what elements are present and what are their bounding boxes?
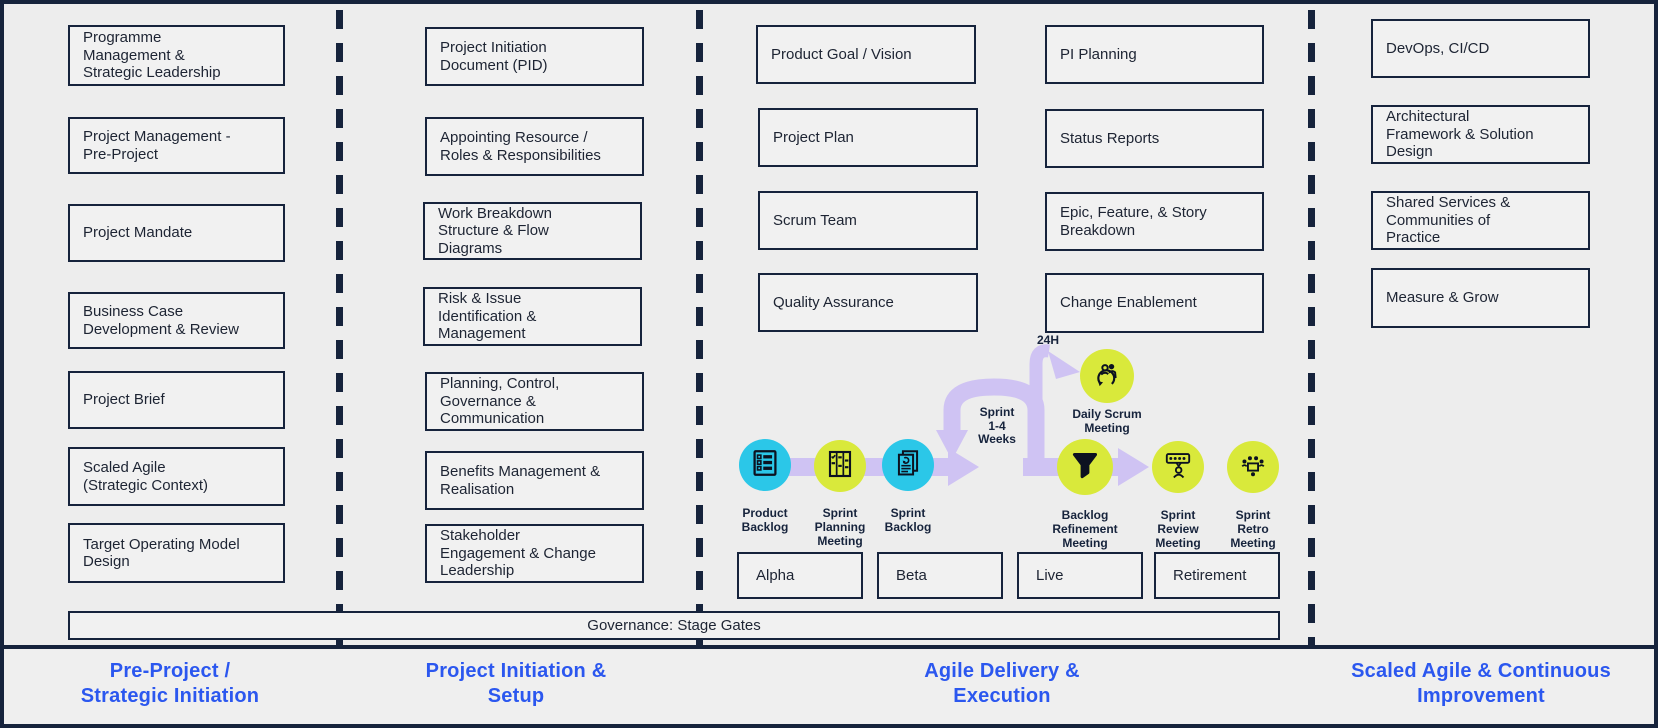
box-risk-issue: Risk & Issue Identification & Management: [423, 287, 642, 346]
box-pid: Project Initiation Document (PID): [425, 27, 644, 86]
sprint-review-label: Sprint Review Meeting: [1155, 508, 1201, 550]
box-change-enablement: Change Enablement: [1045, 273, 1264, 333]
daily-scrum-icon: [1090, 357, 1124, 396]
box-target-operating-model: Target Operating Model Design: [68, 523, 285, 583]
funnel-icon: [1068, 448, 1102, 487]
box-programme-management: Programme Management & Strategic Leaders…: [68, 25, 285, 86]
phase-label-pre-project: Pre-Project / Strategic Initiation: [80, 660, 260, 707]
box-wbs-flow: Work Breakdown Structure & Flow Diagrams: [423, 202, 642, 260]
box-devops-cicd: DevOps, CI/CD: [1371, 19, 1590, 78]
box-stakeholder-engagement: Stakeholder Engagement & Change Leadersh…: [425, 524, 644, 583]
box-project-brief: Project Brief: [68, 371, 285, 429]
box-measure-grow: Measure & Grow: [1371, 268, 1590, 328]
box-quality-assurance: Quality Assurance: [758, 273, 978, 332]
box-project-plan: Project Plan: [758, 108, 978, 167]
box-business-case: Business Case Development & Review: [68, 292, 285, 349]
box-benefits-management: Benefits Management & Realisation: [425, 451, 644, 510]
stage-live: Live: [1017, 552, 1143, 599]
presentation-icon: [1162, 449, 1194, 486]
box-scrum-team: Scrum Team: [758, 191, 978, 250]
dashed-divider-3: [1308, 10, 1315, 645]
sprint-retro-label: Sprint Retro Meeting: [1230, 508, 1276, 550]
sprint-review-step: [1152, 441, 1204, 493]
backlog-refinement-step: [1057, 439, 1113, 495]
box-appointing-resource: Appointing Resource / Roles & Responsibi…: [425, 117, 644, 176]
sprint-planning-label: Sprint Planning Meeting: [814, 506, 866, 548]
box-product-goal: Product Goal / Vision: [756, 25, 976, 84]
dashed-divider-1: [336, 10, 343, 645]
governance-stage-gates-bar: Governance: Stage Gates: [68, 611, 1280, 640]
sprint-retro-step: [1227, 441, 1279, 493]
sprint-duration-label: Sprint 1-4 Weeks: [978, 405, 1016, 446]
sprint-planning-icon: [824, 448, 856, 485]
product-backlog-step: [739, 439, 791, 491]
stage-beta: Beta: [877, 552, 1003, 599]
box-planning-control: Planning, Control, Governance & Communic…: [425, 372, 644, 431]
box-architectural-framework: Architectural Framework & Solution Desig…: [1371, 105, 1590, 164]
daily-scrum-label: Daily Scrum Meeting: [1072, 407, 1142, 435]
phase-label-agile-delivery: Agile Delivery & Execution: [924, 660, 1080, 707]
daily-cycle-label: 24H: [1036, 333, 1059, 347]
backlog-refinement-label: Backlog Refinement Meeting: [1052, 508, 1118, 550]
phase-label-initiation-setup: Project Initiation & Setup: [425, 660, 607, 707]
product-backlog-icon: [749, 447, 781, 484]
box-status-reports: Status Reports: [1045, 109, 1264, 168]
box-project-management-pre: Project Management - Pre-Project: [68, 117, 285, 174]
stage-alpha: Alpha: [737, 552, 863, 599]
box-shared-services: Shared Services & Communities of Practic…: [1371, 191, 1590, 250]
dashed-divider-2: [696, 10, 703, 645]
sprint-backlog-step: [882, 439, 934, 491]
box-scaled-agile-context: Scaled Agile (Strategic Context): [68, 447, 285, 506]
phase-footer-band: [0, 645, 1658, 728]
box-pi-planning: PI Planning: [1045, 25, 1264, 84]
daily-scrum-step: [1080, 349, 1134, 403]
stage-retirement: Retirement: [1154, 552, 1280, 599]
product-backlog-label: Product Backlog: [741, 506, 789, 534]
sprint-planning-step: [814, 440, 866, 492]
sprint-backlog-label: Sprint Backlog: [884, 506, 932, 534]
box-project-mandate: Project Mandate: [68, 204, 285, 262]
sprint-backlog-icon: [892, 447, 924, 484]
team-table-icon: [1237, 449, 1269, 486]
box-epic-feature-story: Epic, Feature, & Story Breakdown: [1045, 192, 1264, 251]
phase-label-scaled-agile: Scaled Agile & Continuous Improvement: [1351, 660, 1611, 707]
